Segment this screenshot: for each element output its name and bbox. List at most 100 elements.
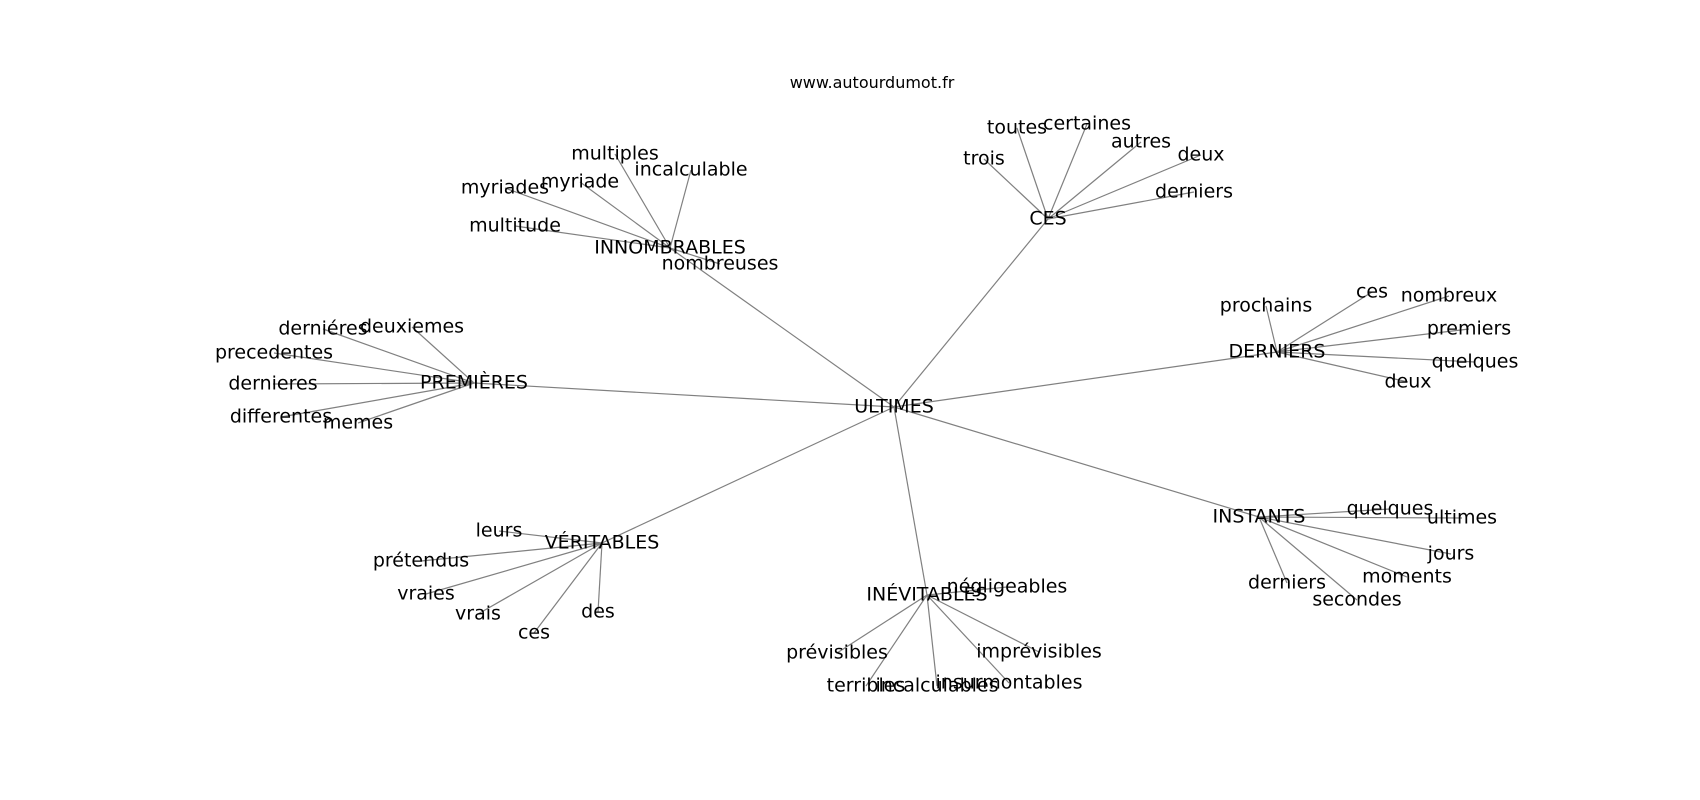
leaf-word[interactable]: vraies — [397, 583, 455, 605]
edge-hub-to-word — [579, 181, 671, 249]
edge-center-to-hub — [473, 382, 895, 408]
edge-hub-to-word — [836, 594, 928, 654]
edge-hub-to-word — [926, 586, 1008, 596]
center-word[interactable]: ULTIMES — [854, 396, 934, 418]
leaf-word[interactable]: insurmontables — [936, 672, 1083, 694]
edge-hub-to-word — [1047, 154, 1202, 220]
hub-word[interactable]: CES — [1029, 208, 1066, 230]
edge-hub-to-word — [1258, 508, 1391, 518]
leaf-word[interactable]: derniéres — [278, 318, 367, 340]
leaf-word[interactable]: négligeables — [947, 576, 1068, 598]
edge-hub-to-word — [926, 594, 1040, 653]
leaf-word[interactable]: memes — [323, 412, 393, 434]
edge-hub-to-word — [1047, 141, 1142, 220]
hub-word[interactable]: INSTANTS — [1213, 506, 1306, 528]
edge-hub-to-word — [614, 153, 671, 249]
edge-hub-to-word — [477, 542, 603, 615]
edge-center-to-hub — [893, 351, 1278, 408]
leaf-word[interactable]: multitude — [469, 215, 561, 237]
leaf-word[interactable]: certaines — [1043, 113, 1131, 135]
edge-hub-to-word — [498, 530, 603, 544]
leaf-word[interactable]: ultimes — [1427, 507, 1497, 529]
edge-hub-to-word — [1276, 328, 1470, 353]
leaf-word[interactable]: deux — [1177, 144, 1224, 166]
edge-hub-to-word — [273, 352, 475, 384]
edge-hub-to-word — [983, 158, 1049, 220]
edge-hub-to-word — [926, 594, 938, 687]
edge-hub-to-word — [1276, 295, 1450, 353]
edge-hub-to-word — [669, 169, 692, 249]
edge-hub-to-word — [425, 542, 603, 595]
edge-center-to-hub — [601, 406, 895, 544]
leaf-word[interactable]: trois — [963, 148, 1005, 170]
edge-hub-to-word — [926, 594, 1010, 684]
edge-hub-to-word — [420, 542, 603, 562]
site-url: www.autourdumot.fr — [790, 73, 955, 92]
edge-center-to-hub — [669, 247, 895, 408]
leaf-word[interactable]: dernieres — [228, 373, 317, 395]
edge-center-to-hub — [893, 406, 928, 596]
leaf-word[interactable]: deux — [1384, 371, 1431, 393]
edge-hub-to-word — [1258, 516, 1463, 519]
leaf-word[interactable]: secondes — [1312, 589, 1401, 611]
edges-layer — [272, 123, 1476, 687]
edge-hub-to-word — [1258, 516, 1288, 584]
edge-hub-to-word — [1276, 351, 1476, 363]
edge-hub-to-word — [597, 542, 603, 613]
leaf-word[interactable]: derniers — [1248, 572, 1326, 594]
edge-hub-to-word — [322, 328, 475, 384]
edge-hub-to-word — [514, 225, 671, 249]
leaf-word[interactable]: imprévisibles — [976, 641, 1102, 663]
leaf-word[interactable]: quelques — [1347, 498, 1434, 520]
leaf-word[interactable]: myriades — [461, 177, 549, 199]
hub-word[interactable]: INNOMBRABLES — [594, 237, 746, 259]
edge-hub-to-word — [1258, 516, 1358, 601]
edge-hub-to-word — [411, 326, 475, 384]
edge-hub-to-word — [1276, 291, 1373, 353]
hub-word[interactable]: DERNIERS — [1229, 341, 1326, 363]
leaf-word[interactable]: leurs — [476, 520, 523, 542]
leaf-word[interactable]: terribles — [827, 675, 906, 697]
leaf-word[interactable]: prévisibles — [786, 642, 888, 664]
leaf-word[interactable]: derniers — [1155, 181, 1233, 203]
leaf-word[interactable]: nombreux — [1401, 285, 1498, 307]
edge-center-to-hub — [893, 406, 1260, 518]
edge-hub-to-word — [504, 187, 671, 249]
leaf-word[interactable]: incalculable — [634, 159, 747, 181]
hub-word[interactable]: INÉVITABLES — [866, 583, 987, 606]
leaf-word[interactable]: multiples — [571, 143, 659, 165]
leaf-word[interactable]: des — [581, 601, 615, 623]
leaf-word[interactable]: quelques — [1432, 351, 1519, 373]
leaf-word[interactable]: ces — [1356, 281, 1388, 303]
leaf-word[interactable]: myriade — [541, 171, 619, 193]
edge-hub-to-word — [272, 382, 475, 385]
edge-hub-to-word — [1016, 127, 1049, 220]
leaf-word[interactable]: prétendus — [373, 550, 469, 572]
edge-hub-to-word — [1258, 516, 1452, 555]
leaf-word[interactable]: differentes — [230, 406, 332, 428]
leaf-word[interactable]: prochains — [1220, 295, 1312, 317]
leaf-word[interactable]: ces — [518, 622, 550, 644]
edge-hub-to-word — [1265, 305, 1278, 353]
hub-word[interactable]: PREMIÈRES — [420, 371, 528, 394]
leaf-word[interactable]: toutes — [987, 117, 1047, 139]
leaf-word[interactable]: premiers — [1427, 318, 1511, 340]
leaf-word[interactable]: nombreuses — [662, 253, 779, 275]
edge-hub-to-word — [533, 542, 603, 634]
leaf-word[interactable]: jours — [1427, 543, 1475, 565]
leaf-word[interactable]: moments — [1362, 566, 1452, 588]
leaf-word[interactable]: incalculables — [875, 675, 998, 697]
hub-word[interactable]: VÉRITABLES — [545, 531, 660, 554]
leaf-word[interactable]: vrais — [455, 603, 501, 625]
edge-hub-to-word — [669, 247, 721, 265]
edge-hub-to-word — [357, 382, 475, 424]
edge-hub-to-word — [1047, 123, 1088, 220]
edge-hub-to-word — [1047, 191, 1195, 220]
labels-layer: ULTIMES INNOMBRABLESmultiplesincalculabl… — [215, 113, 1518, 697]
leaf-word[interactable]: autres — [1111, 131, 1171, 153]
edge-hub-to-word — [865, 594, 928, 687]
leaf-word[interactable]: precedentes — [215, 342, 333, 364]
leaf-word[interactable]: deuxiemes — [360, 316, 464, 338]
edge-hub-to-word — [280, 382, 475, 418]
